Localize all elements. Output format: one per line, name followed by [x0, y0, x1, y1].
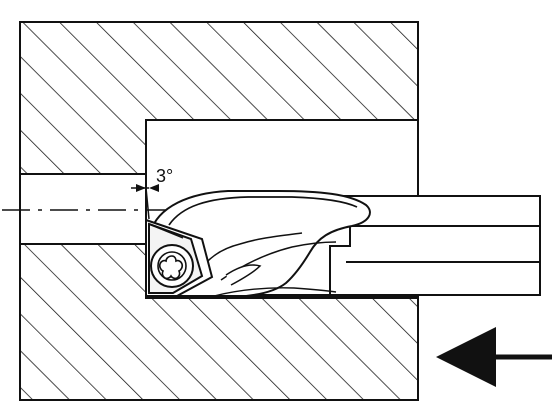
head-upper-contour — [168, 196, 358, 226]
angle-label: 3° — [156, 166, 173, 186]
head-chip-groove — [225, 264, 262, 286]
pilot-hole-space — [19, 173, 147, 245]
head-bottom-relief — [213, 287, 337, 297]
torx-icon — [158, 255, 184, 280]
angle-tilted-reference — [145, 187, 150, 220]
angle-dimension: 3° — [131, 166, 173, 220]
head-inner-contour-1 — [204, 232, 303, 265]
insert-rake-line — [150, 224, 184, 239]
boring-bar — [145, 190, 541, 299]
angle-arrow-left — [136, 184, 146, 192]
clamp-screw — [150, 244, 194, 288]
angle-arrow-right — [149, 184, 159, 192]
